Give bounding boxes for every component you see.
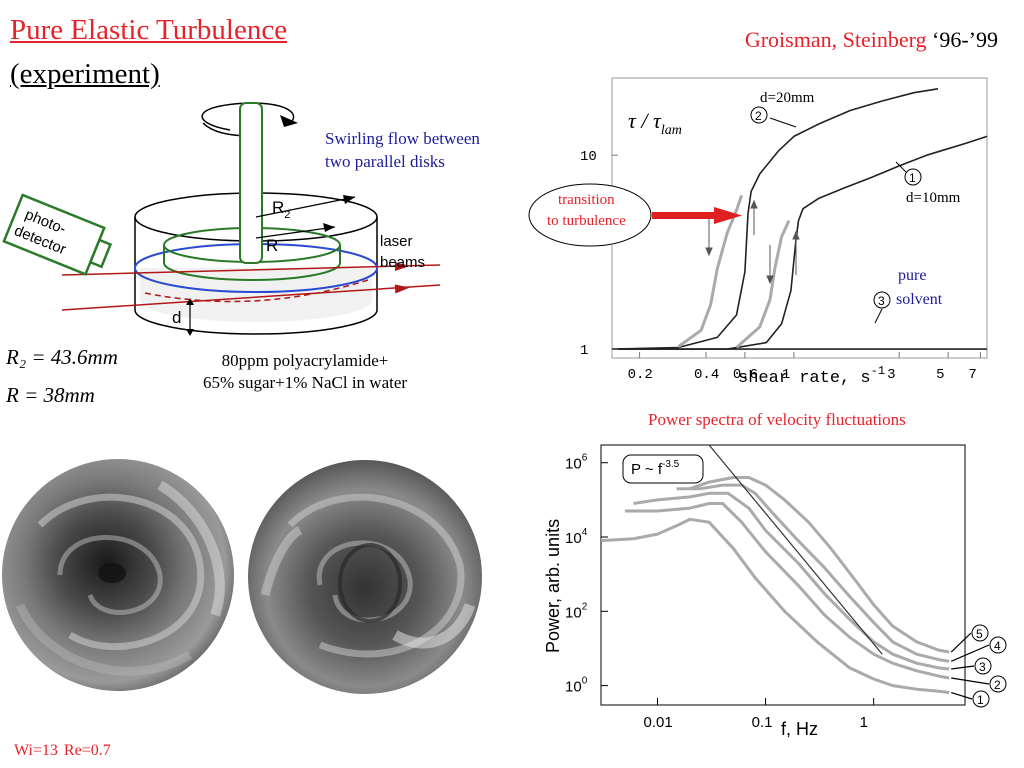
curve-marker-pointer bbox=[951, 677, 990, 685]
label-d20: d=20mm bbox=[760, 90, 815, 106]
curve-marker-circle bbox=[989, 636, 1007, 654]
chart2-xtick-label: 0.01 bbox=[644, 714, 673, 731]
curve-marker-circle bbox=[989, 675, 1007, 693]
chart1-xtick-label: 0.4 bbox=[694, 367, 719, 383]
chart2-ylabel: Power, arb. units bbox=[543, 519, 563, 653]
rotating-shaft bbox=[239, 102, 263, 264]
authors: Groisman, Steinberg ‘96-’99 bbox=[745, 27, 998, 53]
authors-names: Groisman, Steinberg bbox=[744, 27, 927, 52]
power-law-label: P ~ f-3.5 bbox=[622, 454, 704, 484]
chart1-xtick-label: 7 bbox=[968, 367, 976, 383]
chart2-series-3 bbox=[625, 502, 950, 680]
label-d10: d=10mm bbox=[906, 190, 961, 206]
curve-marker-number: 1 bbox=[977, 693, 984, 707]
chart2-ytick-label: 102 bbox=[565, 601, 588, 621]
chart2-series-2 bbox=[633, 491, 950, 671]
chart1-ytick-label: 10 bbox=[580, 149, 597, 165]
chart2-series-5 bbox=[708, 444, 883, 655]
chart1-xtick-label: 0.2 bbox=[628, 367, 653, 383]
flow-image-right bbox=[248, 460, 482, 694]
svg-text:transition: transition bbox=[558, 192, 615, 208]
label-R2: R2 bbox=[272, 198, 290, 221]
label-pure-2: solvent bbox=[896, 291, 943, 308]
chart1-ytick-label: 1 bbox=[580, 343, 588, 359]
chart1-xtick-label: 1 bbox=[782, 367, 790, 383]
laser-beam-upper bbox=[61, 264, 441, 276]
authors-years: ‘96-’99 bbox=[926, 27, 998, 52]
chart1-series-2 bbox=[612, 135, 988, 350]
curve-marker-circle bbox=[974, 657, 992, 675]
apparatus-diagram: R2 R d photo- detector laser beams bbox=[2, 102, 441, 336]
spectra-title: Power spectra of velocity fluctuations bbox=[648, 410, 906, 429]
chart1-series-1 bbox=[677, 194, 744, 348]
curve-marker-circle bbox=[971, 624, 989, 642]
chart1-series-0 bbox=[611, 88, 939, 350]
chart1-xtick-label: 0.6 bbox=[733, 367, 758, 383]
chart1-ylabel: τ / τlam bbox=[628, 108, 682, 138]
curve-marker-2: 2 bbox=[750, 106, 797, 128]
hysteresis-arrows bbox=[705, 199, 800, 285]
laser-label-2: beams bbox=[380, 254, 425, 271]
chart2-series-1 bbox=[676, 483, 950, 663]
solution-recipe: 80ppm polyacrylamide+ 65% sugar+1% NaCl … bbox=[202, 351, 408, 392]
label-pure-1: pure bbox=[898, 267, 926, 284]
chart1-xtick-label: 3 bbox=[887, 367, 895, 383]
chart1-xlabel: shear rate, s-1 bbox=[738, 364, 885, 388]
transition-annotation: transition to turbulence bbox=[528, 183, 742, 247]
curve-marker-3: 3 bbox=[873, 291, 891, 324]
transition-arrow-icon bbox=[652, 212, 717, 219]
chart2-ytick-label: 104 bbox=[565, 527, 588, 547]
svg-text:2: 2 bbox=[755, 109, 762, 123]
label-d: d bbox=[172, 308, 181, 327]
svg-text:1: 1 bbox=[909, 171, 916, 185]
R2-value: R₂ = 43.6mm bbox=[6, 345, 118, 369]
chart2-xlabel: f, Hz bbox=[781, 719, 818, 739]
viscosity-chart: 0.2 0.4 0.6 1 3 5 7 1 10 τ / τlam shear rate, s… bbox=[580, 77, 988, 388]
laser-label-1: laser bbox=[380, 233, 413, 250]
chart2-ytick-label: 100 bbox=[565, 676, 588, 696]
chart2-ytick-label: 106 bbox=[565, 453, 588, 473]
curve-marker-circle bbox=[972, 690, 990, 708]
power-spectra-chart: 0.01 0.1 1 100 102 104 106 f, Hz Power, arb. … bbox=[543, 444, 1007, 739]
svg-text:P ~ f-3.5: P ~ f-3.5 bbox=[631, 459, 680, 478]
curve-marker-pointer bbox=[951, 665, 975, 670]
curve-marker-pointer bbox=[950, 632, 972, 653]
laser-beam-lower bbox=[61, 284, 441, 311]
R-value: R = 38mm bbox=[6, 383, 95, 407]
chart1-xtick-label: 5 bbox=[936, 367, 944, 383]
label-R: R bbox=[266, 236, 278, 255]
curve-marker-number: 4 bbox=[994, 639, 1001, 653]
svg-text:3: 3 bbox=[878, 294, 885, 308]
slide-subtitle: (experiment) bbox=[10, 58, 160, 90]
flow-parameters: Wi=13 Re=0.7 bbox=[14, 742, 111, 759]
flow-images bbox=[2, 459, 482, 694]
slide-title: Pure Elastic Turbulence bbox=[10, 14, 288, 46]
curve-marker-1: 1 bbox=[895, 161, 922, 186]
curve-marker-pointer bbox=[951, 691, 973, 700]
apparatus-description: Swirling flow between two parallel disks bbox=[325, 129, 480, 171]
flow-image-left bbox=[2, 459, 234, 691]
chart2-xtick-label: 0.1 bbox=[752, 714, 773, 731]
curve-marker-number: 2 bbox=[994, 678, 1001, 692]
curve-marker-number: 3 bbox=[979, 660, 986, 674]
svg-text:to turbulence: to turbulence bbox=[547, 213, 626, 229]
curve-marker-number: 5 bbox=[976, 627, 983, 641]
chart2-xtick-label: 1 bbox=[860, 714, 868, 731]
curve-marker-pointer bbox=[950, 644, 990, 662]
photodetector-icon: photo- detector bbox=[2, 193, 113, 276]
chart1-series-3 bbox=[735, 219, 791, 349]
chart2-frame bbox=[600, 444, 966, 706]
chart2-series-4 bbox=[600, 517, 950, 694]
